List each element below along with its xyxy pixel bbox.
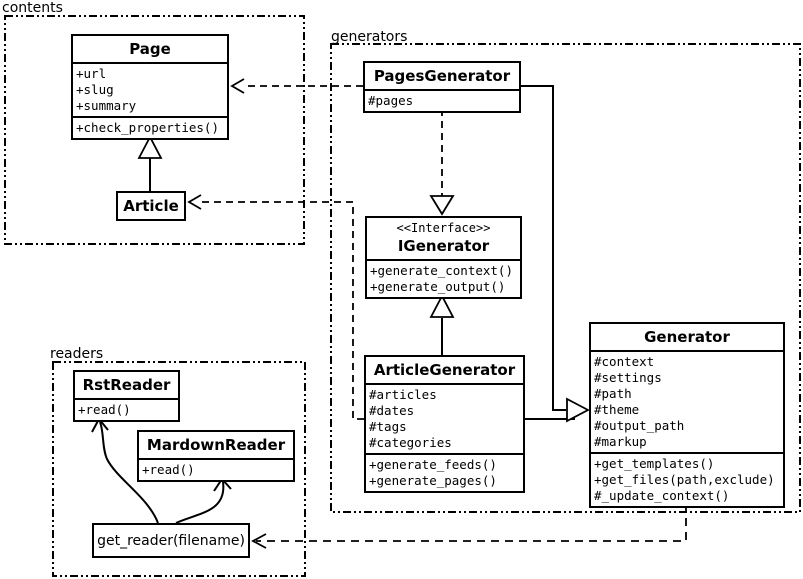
class-attribute-row: +url xyxy=(76,66,107,81)
class-name: PagesGenerator xyxy=(373,67,511,85)
class-attribute-row: #context xyxy=(594,354,655,369)
class-name: IGenerator xyxy=(397,237,490,255)
class-box-rst-reader: RstReader +read() xyxy=(73,370,180,422)
package-border-generators xyxy=(330,43,801,513)
class-box-article: Article xyxy=(116,191,186,221)
dependency-arrow-articlegenerator-to-article xyxy=(187,194,364,420)
class-box-igenerator: <<Interface>> IGenerator +generate_context… xyxy=(365,216,522,299)
class-stereotype: <<Interface>> xyxy=(396,221,491,235)
dependency-arrow-generator-to-getreader xyxy=(251,504,687,549)
class-attribute-row: #output_path xyxy=(594,418,685,433)
class-methods-section: +generate_context()+generate_output() xyxy=(367,259,520,297)
class-methods-section: +read() xyxy=(139,458,293,480)
class-method-row: +read() xyxy=(142,462,195,477)
class-attributes-section: #articles#dates#tags#categories xyxy=(366,383,523,453)
inheritance-arrow-pagesgenerator-to-generator xyxy=(521,85,566,411)
class-box-page: Page +url+slug+summary +check_properties() xyxy=(71,34,229,140)
class-title: <<Interface>> IGenerator xyxy=(367,218,520,259)
class-attribute-row: #tags xyxy=(369,419,407,434)
class-attribute-row: +slug xyxy=(76,82,114,97)
class-method-row: +generate_feeds() xyxy=(369,457,497,472)
class-attribute-row: #categories xyxy=(369,435,452,450)
class-method-row: +generate_output() xyxy=(370,279,506,294)
class-title: ArticleGenerator xyxy=(366,357,523,383)
class-title: MardownReader xyxy=(139,432,293,458)
package-label-contents: contents xyxy=(2,0,63,16)
class-box-generator: Generator #context#settings#path#theme#ou… xyxy=(589,322,785,508)
node-get-reader-label: get_reader(filename) xyxy=(97,532,245,549)
class-attribute-row: #path xyxy=(594,386,632,401)
class-method-row: +check_properties() xyxy=(76,120,219,135)
package-label-generators: generators xyxy=(331,29,408,45)
realization-arrow-pagesgenerator-to-igenerator xyxy=(429,109,455,216)
class-name: ArticleGenerator xyxy=(373,361,516,379)
class-method-row: +get_files(path,exclude) xyxy=(594,472,775,487)
class-title: Page xyxy=(73,36,227,62)
class-methods-section: +generate_feeds()+generate_pages() xyxy=(366,453,523,491)
node-get-reader: get_reader(filename) xyxy=(92,523,250,558)
class-attributes-section: #pages xyxy=(365,89,519,111)
class-title: Generator xyxy=(591,324,783,350)
class-method-row: #_update_context() xyxy=(594,488,730,503)
class-attribute-row: #theme xyxy=(594,402,640,417)
package-border-readers xyxy=(52,361,306,577)
class-attribute-row: #dates xyxy=(369,403,415,418)
class-method-row: +read() xyxy=(78,402,131,417)
class-name: RstReader xyxy=(82,376,171,394)
class-name: MardownReader xyxy=(146,436,286,454)
class-method-row: +get_templates() xyxy=(594,456,715,471)
class-attributes-section: +url+slug+summary xyxy=(73,62,227,116)
realization-arrow-articlegenerator-to-igenerator xyxy=(429,294,455,355)
package-label-readers: readers xyxy=(50,346,104,362)
class-methods-section: +check_properties() xyxy=(73,116,227,138)
class-name: Article xyxy=(123,197,179,215)
class-method-row: +generate_context() xyxy=(370,263,513,278)
class-attribute-row: #articles xyxy=(369,387,437,402)
inheritance-arrow-articlegenerator-to-generator xyxy=(525,397,590,423)
class-methods-section: +get_templates()+get_files(path,exclude)… xyxy=(591,452,783,506)
class-box-pages-generator: PagesGenerator #pages xyxy=(363,61,521,113)
inheritance-arrow-article-to-page xyxy=(137,135,163,191)
class-methods-section: +read() xyxy=(75,398,178,420)
class-box-mardown-reader: MardownReader +read() xyxy=(137,430,295,482)
class-attribute-row: #pages xyxy=(368,93,414,108)
dependency-arrow-pagesgenerator-to-page xyxy=(230,78,363,94)
call-arrow-getreader-to-mardownreader xyxy=(175,478,232,524)
class-box-article-generator: ArticleGenerator #articles#dates#tags#cat… xyxy=(364,355,525,493)
class-name: Generator xyxy=(644,328,730,346)
class-method-row: +generate_pages() xyxy=(369,473,497,488)
class-title: RstReader xyxy=(75,372,178,398)
package-border-contents xyxy=(4,15,305,245)
class-attribute-row: +summary xyxy=(76,98,137,113)
class-attributes-section: #context#settings#path#theme#output_path… xyxy=(591,350,783,452)
class-title: Article xyxy=(118,193,184,219)
class-title: PagesGenerator xyxy=(365,63,519,89)
class-attribute-row: #settings xyxy=(594,370,662,385)
class-attribute-row: #markup xyxy=(594,434,647,449)
class-name: Page xyxy=(129,40,171,58)
